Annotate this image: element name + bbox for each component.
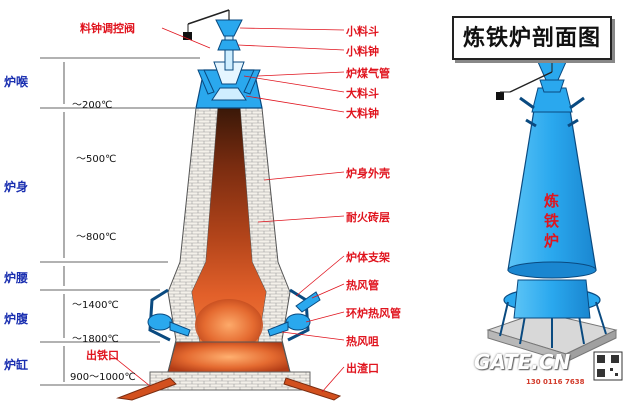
label-iron-outlet: 出铁口 [86,349,119,362]
leader-lines [109,27,345,393]
blue-hearth [513,279,591,319]
molten-zone [195,299,263,351]
blue-lever [509,71,553,93]
watermark-phone: 130 0116 7638 [526,378,585,386]
temp-1800: ～1800℃ [72,334,119,345]
big-hopper [213,61,245,85]
label-small-bell: 小料钟 [346,45,379,58]
label-shaft: 炉身 [4,180,29,194]
label-slag-outlet: 出渣口 [346,362,379,375]
label-big-hopper: 大料斗 [346,87,379,100]
tuyere-right [267,321,289,337]
hearth-base [167,341,291,373]
label-ring-pipe: 环炉热风管 [346,307,401,320]
label-tuyere: 热风咀 [346,335,379,348]
label-waist: 炉腰 [4,271,29,285]
slag-outlet-trough [283,377,342,401]
valve-weight [183,32,192,40]
furnace-char-1: 炼 [544,192,560,210]
tuyere-left [169,321,191,337]
furnace-char-2: 铁 [544,212,560,230]
label-belly: 炉腹 [4,312,29,326]
label-small-hopper: 小料斗 [346,25,379,38]
watermark-text: GATE.CN [474,350,571,374]
label-big-bell: 大料钟 [346,107,379,120]
temp-1400: ～1400℃ [72,300,119,311]
label-gas-pipe: 炉煤气管 [346,67,390,80]
temp-800: ～800℃ [76,232,117,243]
zone-divider-lines [40,57,200,386]
big-bell [211,87,247,101]
gas-pipe-left [197,69,215,95]
label-hot-air-pipe: 热风管 [346,279,379,292]
label-hearth: 炉缸 [4,358,29,372]
temp-200: ～200℃ [72,100,113,111]
temp-900-1000: 900～1000℃ [70,372,136,383]
support-left [148,288,171,342]
foundation-bricks [149,371,311,391]
ring-pipe-left [147,313,173,331]
temp-500: ～500℃ [76,154,117,165]
label-refractory: 耐火砖层 [346,211,390,224]
label-valve: 料钟调控阀 [80,22,135,35]
furnace-interior [192,108,266,342]
label-throat: 炉喉 [4,75,29,89]
small-bell [217,39,241,51]
ring-pipe-right [285,313,311,331]
small-hopper [215,19,243,37]
support-right [287,288,310,342]
label-support: 炉体支架 [346,251,390,264]
iron-outlet-trough [116,377,177,401]
blue-weight [496,92,504,100]
diagram-title: 炼铁炉剖面图 [452,16,612,60]
furnace-char-3: 炉 [544,232,560,250]
gas-pipe-right [243,69,261,95]
label-outer-shell: 炉身外壳 [346,167,390,180]
valve-lever [187,9,230,25]
